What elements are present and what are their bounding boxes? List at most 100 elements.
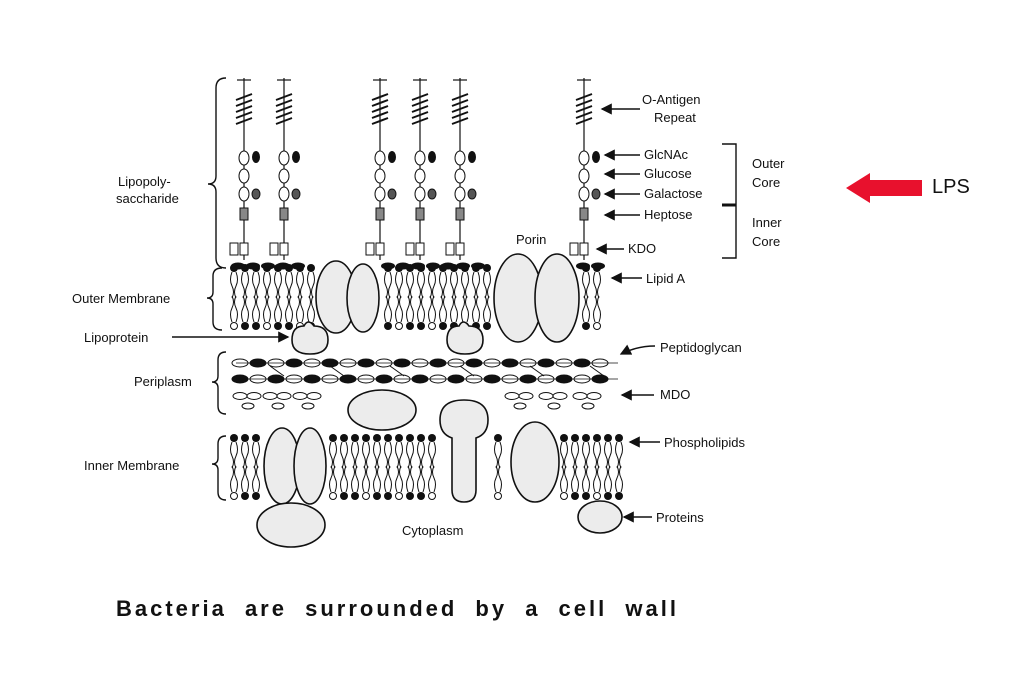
lipoprotein-shape (291, 321, 329, 355)
o-antigen-repeat (451, 111, 469, 119)
lipid-head (560, 492, 568, 500)
lipid-head (263, 322, 271, 330)
mdo-unit (552, 392, 568, 400)
lipid-tail (560, 465, 568, 493)
lipid-head (230, 492, 238, 500)
lipid-a-head (381, 262, 395, 270)
sugar-unit (578, 186, 590, 202)
o-antigen-repeat (451, 93, 469, 101)
mdo-unit (504, 392, 520, 400)
mdo-unit (572, 392, 588, 400)
lipid-tail (428, 465, 436, 493)
sugar-unit (454, 186, 466, 202)
lps-red-arrow (846, 173, 922, 203)
lipid-head (274, 322, 282, 330)
galactose-unit (467, 188, 477, 200)
lipid-head (362, 492, 370, 500)
lipid-head (428, 434, 436, 442)
lipid-tail (450, 271, 458, 299)
heptose-unit (415, 207, 425, 221)
galactose-unit (291, 188, 301, 200)
lipid-head (395, 322, 403, 330)
sugar-unit (278, 150, 290, 166)
lipid-tail (494, 441, 502, 469)
lipid-a-head (456, 262, 470, 270)
label-outer-core-2: Core (752, 175, 780, 190)
o-antigen-repeat (575, 93, 593, 101)
label-porin: Porin (516, 232, 546, 247)
o-antigen-repeat (575, 111, 593, 119)
lipid-tail (263, 295, 271, 323)
lipid-tail (252, 295, 260, 323)
lipid-tail (296, 271, 304, 299)
lipid-tail (428, 441, 436, 469)
o-antigen-repeat (235, 117, 253, 125)
lipid-tail (593, 465, 601, 493)
mdo-unit (306, 392, 322, 400)
kdo-unit (579, 242, 589, 256)
label-o-antigen-2: Repeat (654, 110, 696, 125)
lipid-tail (483, 295, 491, 323)
sugar-unit (578, 150, 590, 166)
sugar-unit (414, 186, 426, 202)
mdo-unit (513, 402, 527, 410)
sugar-unit (454, 168, 466, 184)
o-antigen-repeat (451, 99, 469, 107)
cytoplasmic-protein (577, 500, 623, 534)
label-kdo: KDO (628, 241, 656, 256)
lipid-head (593, 322, 601, 330)
lipid-tail (582, 295, 590, 323)
o-antigen-repeat (411, 117, 429, 125)
kdo-unit (455, 242, 465, 256)
lipid-a-head (576, 262, 590, 270)
lipid-head (615, 492, 623, 500)
lipid-tail (417, 441, 425, 469)
o-antigen-repeat (275, 111, 293, 119)
lipid-tail (263, 271, 271, 299)
label-cytoplasm: Cytoplasm (402, 523, 463, 538)
mdo-unit (232, 392, 248, 400)
o-antigen-repeat (371, 111, 389, 119)
label-heptose: Heptose (644, 207, 692, 222)
brace-inner-membrane (211, 435, 227, 501)
lipid-head (593, 434, 601, 442)
lipid-tail (472, 271, 480, 299)
core-bracket (722, 143, 737, 259)
lipid-head (406, 322, 414, 330)
lipid-head (351, 492, 359, 500)
lipid-tail (406, 465, 414, 493)
lipid-tail (241, 271, 249, 299)
lipid-tail (406, 271, 414, 299)
sugar-unit (278, 168, 290, 184)
lipid-tail (417, 271, 425, 299)
sugar-unit (238, 186, 250, 202)
o-antigen-repeat (371, 93, 389, 101)
o-antigen-repeat (275, 105, 293, 113)
brace-lipopolysaccharide (207, 77, 227, 269)
lipid-a-head (261, 262, 275, 270)
lipid-head (329, 492, 337, 500)
lipid-tail (560, 441, 568, 469)
o-antigen-repeat (371, 99, 389, 107)
lipid-tail (241, 465, 249, 493)
mdo-unit (276, 392, 292, 400)
lipid-tail (307, 271, 315, 299)
glcnac-unit (428, 151, 436, 163)
kdo-unit (365, 242, 375, 256)
red-arrow-icon (846, 173, 922, 203)
heptose-unit (375, 207, 385, 221)
label-phospholipids: Phospholipids (664, 435, 745, 450)
lipid-tail (351, 465, 359, 493)
o-antigen-repeat (575, 99, 593, 107)
lipid-tail (571, 441, 579, 469)
lipid-head (340, 492, 348, 500)
mdo-unit (246, 392, 262, 400)
lipid-tail (615, 465, 623, 493)
peptide-crosslink (269, 365, 285, 377)
lipid-head (560, 434, 568, 442)
peptide-crosslink (329, 365, 345, 377)
galactose-unit (427, 188, 437, 200)
lipid-head (428, 322, 436, 330)
mdo-unit (518, 392, 534, 400)
lipid-head (428, 492, 436, 500)
